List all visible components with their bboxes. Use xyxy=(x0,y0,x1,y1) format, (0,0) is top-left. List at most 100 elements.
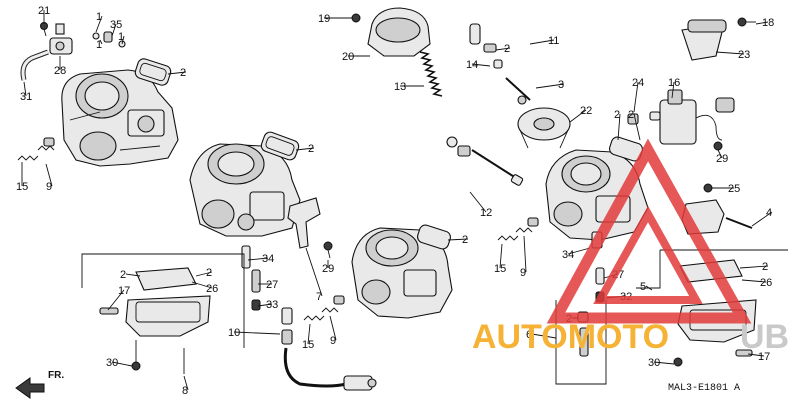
leader-line-c2e xyxy=(447,238,469,241)
leader-line-c9a xyxy=(45,163,53,187)
leader-line-c12 xyxy=(469,191,487,213)
leader-line-c2j xyxy=(633,113,641,141)
leader-line-c2a xyxy=(167,71,187,75)
callout-c30a: 30 xyxy=(106,357,118,369)
leader-line-c1a xyxy=(95,15,103,33)
air-cut-valve-23 xyxy=(681,19,727,61)
callout-c17b: 17 xyxy=(758,351,770,363)
carburetor-body-4 xyxy=(545,149,649,241)
leader-line-c9b xyxy=(329,315,337,341)
screw-19 xyxy=(351,13,361,23)
sensor-16 xyxy=(649,89,735,145)
choke-lever-28 xyxy=(49,23,73,55)
leader-line-c30b xyxy=(653,361,675,365)
callout-c19: 19 xyxy=(318,13,330,25)
leader-line-c34b xyxy=(567,247,591,255)
leader-line-c14 xyxy=(471,63,491,67)
leader-line-c15b xyxy=(307,323,311,345)
vent-tube-31 xyxy=(20,49,49,81)
callout-c11: 11 xyxy=(548,35,559,47)
callout-c30b: 30 xyxy=(648,357,660,369)
callout-c26a: 26 xyxy=(206,283,218,295)
screw-29-right xyxy=(713,141,723,151)
gasket-2-top-left xyxy=(134,58,172,86)
callout-c9b: 9 xyxy=(330,335,336,347)
screw-29-center xyxy=(323,241,333,259)
callout-c6: 6 xyxy=(526,329,532,341)
watermark: AUTOMOTO UB xyxy=(472,138,789,356)
callout-c2c: 2 xyxy=(120,269,126,281)
needle-parts-12 xyxy=(446,136,524,186)
watermark-brand-right: UB xyxy=(740,318,789,356)
callout-c14: 14 xyxy=(466,59,478,71)
callout-c24: 24 xyxy=(632,77,644,89)
leader-line-c6 xyxy=(531,333,557,339)
leader-line-c26b xyxy=(741,279,767,283)
leader-line-c31 xyxy=(23,81,27,97)
callout-c12: 12 xyxy=(480,207,492,219)
leader-line-c2g xyxy=(617,113,621,141)
callout-c29a: 29 xyxy=(322,263,334,275)
callout-c25: 25 xyxy=(728,183,740,195)
leader-line-c29b xyxy=(717,149,723,159)
jet-needle-parts-11-14-3 xyxy=(469,23,531,105)
watermark-brand-left: AUTOMOTO xyxy=(472,318,669,356)
callout-c9c: 9 xyxy=(520,267,526,279)
top-cover-20 xyxy=(367,7,431,57)
leader-line-c15c xyxy=(499,243,503,269)
callout-c15c: 15 xyxy=(494,263,506,275)
callout-c31: 31 xyxy=(20,91,32,103)
callout-c2g: 2 xyxy=(614,109,620,121)
springs-15-9-center xyxy=(303,295,345,321)
callout-c2e: 2 xyxy=(462,234,468,246)
carburetor-body-2 xyxy=(189,143,301,237)
leader-line-c2d xyxy=(195,271,213,277)
leader-line-c1b xyxy=(121,35,125,45)
callout-c9a: 9 xyxy=(46,181,52,193)
callout-c15a: 15 xyxy=(16,181,28,193)
callout-c3: 3 xyxy=(558,79,564,91)
callout-c22: 22 xyxy=(580,105,592,117)
leader-line-c2i xyxy=(739,265,769,269)
callout-c34b: 34 xyxy=(562,249,574,261)
callout-c27a: 27 xyxy=(266,279,278,291)
spring-13 xyxy=(419,51,443,97)
callout-c2f: 2 xyxy=(504,43,510,55)
leader-line-c26a xyxy=(191,281,213,289)
callout-c33: 33 xyxy=(266,299,278,311)
watermark-inner-triangle xyxy=(593,205,703,304)
leader-line-c7 xyxy=(305,247,323,297)
leader-line-c17a xyxy=(107,289,125,311)
leader-line-c16 xyxy=(671,81,675,99)
carburetor-body-1 xyxy=(61,69,179,167)
leader-line-c30a xyxy=(111,361,133,367)
leader-line-c22 xyxy=(569,109,587,123)
callout-c21: 21 xyxy=(38,5,50,17)
callout-c20: 20 xyxy=(342,51,354,63)
callout-c29b: 29 xyxy=(716,153,728,165)
callout-c16: 16 xyxy=(668,77,680,89)
leader-line-c3 xyxy=(535,83,565,89)
callout-c35: 35 xyxy=(110,19,122,31)
callout-c23: 23 xyxy=(738,49,750,61)
gasket-2-lower-center xyxy=(417,224,451,250)
diagram-reference-code: MAL3-E1801 A xyxy=(668,383,740,394)
leader-line-c23 xyxy=(715,51,745,55)
leader-line-c18 xyxy=(755,21,769,25)
springs-15-9-left xyxy=(17,137,55,161)
callout-leader-lines xyxy=(21,10,773,391)
leader-line-c10 xyxy=(233,331,281,335)
screw-18 xyxy=(737,17,756,27)
callout-c34a: 34 xyxy=(262,253,274,265)
leader-line-c5 xyxy=(645,285,653,291)
leader-line-c35 xyxy=(111,23,117,37)
diaphragm-22 xyxy=(517,107,571,149)
leader-line-c24 xyxy=(633,81,639,113)
leader-line-c2b xyxy=(295,147,315,151)
callout-c26b: 26 xyxy=(760,277,772,289)
leader-line-c9c xyxy=(523,235,527,273)
jet-parts-34-27-33 xyxy=(241,245,261,311)
callout-c2j: 2 xyxy=(628,109,634,121)
leader-line-c34a xyxy=(247,257,269,261)
